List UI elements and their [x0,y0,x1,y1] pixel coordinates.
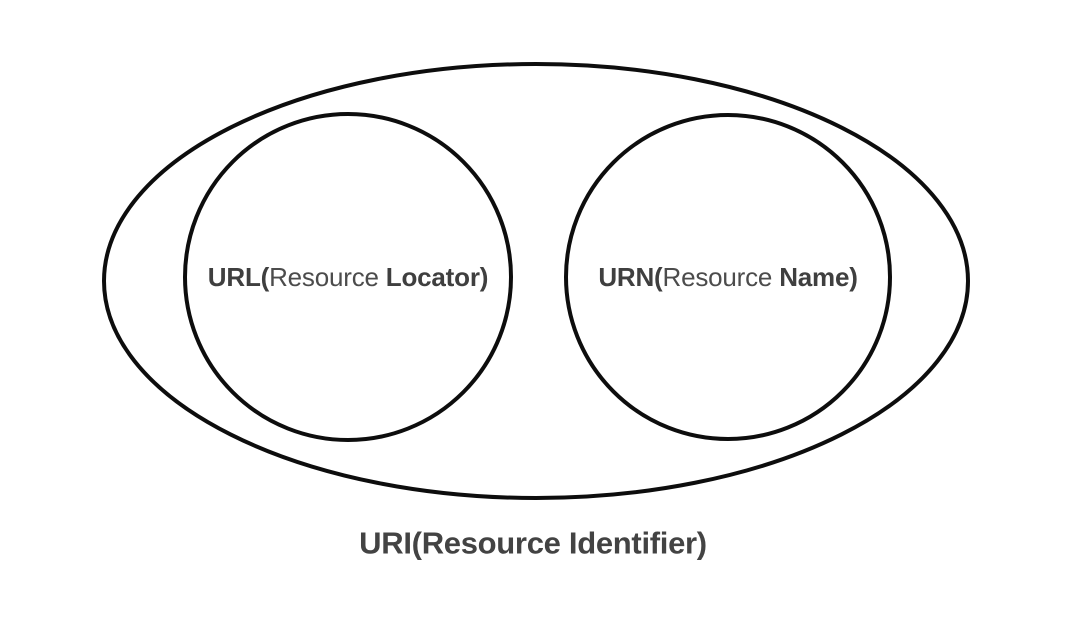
url-label-prefix: URL( [207,262,270,292]
urn-label: URN(Resource Name) [598,262,858,292]
url-label-suffix: Locator) [385,262,489,292]
url-label-middle: Resource [269,262,386,292]
url-circle [183,112,513,442]
uri-outer-ellipse [102,62,970,500]
uri-caption: URI(Resource Identifier) [359,525,707,561]
urn-circle [564,113,892,441]
url-label: URL(Resource Locator) [207,262,489,292]
urn-label-prefix: URN( [598,262,663,292]
urn-label-suffix: Name) [779,262,858,292]
urn-label-middle: Resource [662,262,780,292]
